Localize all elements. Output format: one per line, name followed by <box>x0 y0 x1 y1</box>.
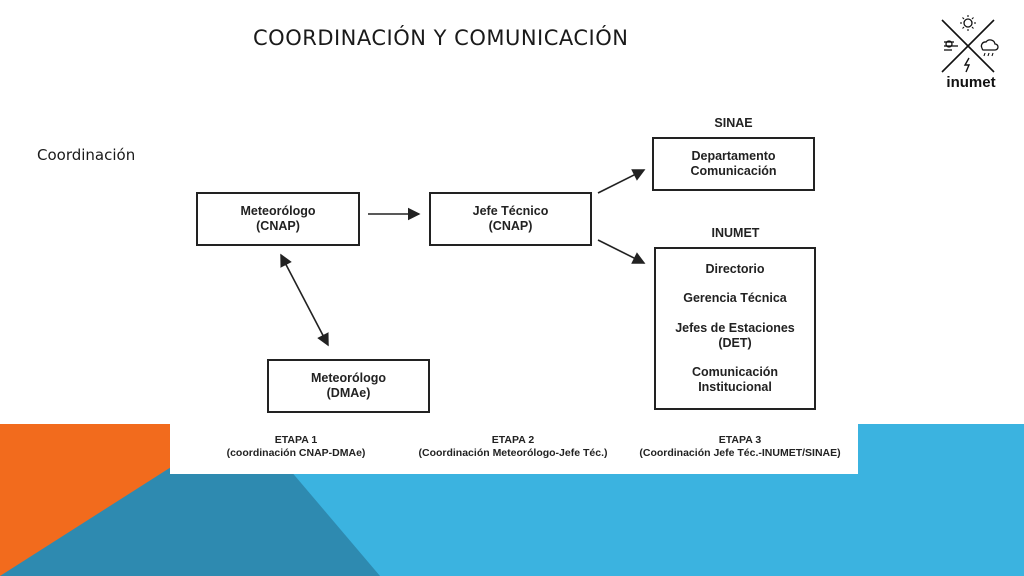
box-jefe-tecnico-line1: Jefe Técnico <box>472 204 549 218</box>
box-sinae-line1: Departamento <box>691 149 776 163</box>
stage-3-title: ETAPA 3 <box>718 434 762 446</box>
stage-3-desc: (Coordinación Jefe Téc.-INUMET/SINAE) <box>639 447 841 459</box>
page-title: COORDINACIÓN Y COMUNICACIÓN <box>253 26 629 50</box>
stage-3: ETAPA 3 (Coordinación Jefe Téc.-INUMET/S… <box>628 434 852 460</box>
stage-2-desc: (Coordinación Meteorólogo-Jefe Téc.) <box>418 447 608 459</box>
stage-2-title: ETAPA 2 <box>491 434 535 446</box>
sinae-label: SINAE <box>714 116 753 130</box>
inumet-label: INUMET <box>711 226 760 240</box>
box-sinae-line2: Comunicación <box>690 164 777 178</box>
box-meteorologo-dmae-line1: Meteorólogo <box>311 371 386 385</box>
coordination-diagram: Meteorólogo (CNAP) Jefe Técnico (CNAP) M… <box>170 108 858 474</box>
dark-blue-shape <box>0 455 380 576</box>
inumet-logo-icon <box>941 15 999 73</box>
box-jefe-tecnico: Jefe Técnico (CNAP) <box>429 192 592 246</box>
box-meteorologo-cnap-line2: (CNAP) <box>256 219 300 233</box>
box-meteorologo-cnap: Meteorólogo (CNAP) <box>196 192 360 246</box>
arrow-cnap-dmae-bidirectional <box>280 253 329 347</box>
arrow-jefe-to-sinae <box>597 169 646 194</box>
box-sinae-departamento: Departamento Comunicación <box>652 137 815 191</box>
box-meteorologo-cnap-line1: Meteorólogo <box>240 204 316 218</box>
box-meteorologo-dmae: Meteorólogo (DMAe) <box>267 359 430 413</box>
box-inumet: Directorio Gerencia Técnica Jefes de Est… <box>654 247 816 410</box>
section-label: Coordinación <box>37 146 136 164</box>
inumet-item-gerencia: Gerencia Técnica <box>683 291 787 306</box>
stage-1-desc: (coordinación CNAP-DMAe) <box>226 447 366 459</box>
box-meteorologo-dmae-line2: (DMAe) <box>326 386 371 400</box>
inumet-item-jefes: Jefes de Estaciones (DET) <box>675 320 795 350</box>
arrow-jefe-to-inumet <box>597 239 646 264</box>
stage-1-title: ETAPA 1 <box>274 434 318 446</box>
diagram-arrows <box>280 169 646 347</box>
inumet-item-directorio: Directorio <box>705 262 765 277</box>
inumet-item-comunicacion: Comunicación Institucional <box>691 364 779 394</box>
box-jefe-tecnico-line2: (CNAP) <box>488 219 533 233</box>
stage-2: ETAPA 2 (Coordinación Meteorólogo-Jefe T… <box>398 434 628 460</box>
stage-1: ETAPA 1 (coordinación CNAP-DMAe) <box>206 434 386 460</box>
logo-text: inumet <box>946 74 996 91</box>
